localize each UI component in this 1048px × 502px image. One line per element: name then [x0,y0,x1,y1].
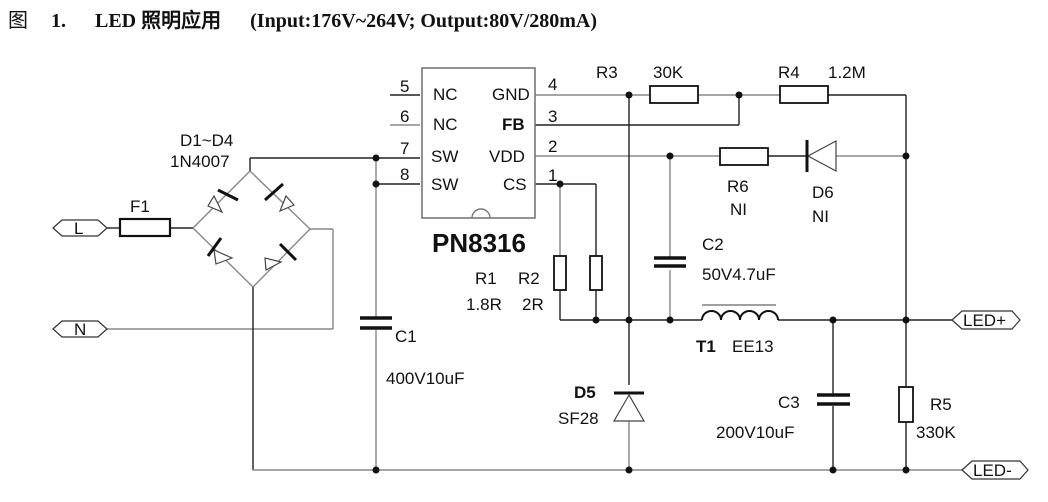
pin-label: SW [431,175,458,194]
junction-dot [735,91,743,99]
figure-caption: 图 1. LED 照明应用 (Input:176V~264V; Output:8… [8,4,597,33]
junctions [372,91,910,474]
C1-value: 400V10uF [386,369,464,388]
R3-value: 30K [653,63,684,82]
pin-number: 6 [400,107,409,126]
C3-value: 200V10uF [716,423,794,442]
port-N-label: N [74,320,86,339]
R6-value: NI [730,200,747,219]
R4-value: 1.2M [828,63,866,82]
D6-ref: D6 [812,183,834,202]
pin-number: 2 [548,137,557,156]
junction-dot [829,316,837,324]
port-led-plus-label: LED+ [963,311,1006,330]
bridge-ref: D1~D4 [180,131,233,150]
D5-value: SF28 [558,409,599,428]
port-L: L [52,219,108,238]
pin-number: 5 [400,77,409,96]
resistor-R2: R2 2R [518,255,603,314]
R1-ref: R1 [475,269,497,288]
resistor-R1: R1 1.8R [466,255,567,314]
diode-D6: D6 NI [805,139,837,226]
bridge-value: 1N4007 [170,152,230,171]
junction-dot [556,180,564,188]
R2-value: 2R [522,295,544,314]
D5-ref: D5 [574,383,596,402]
ic-PN8316: 5 NC 6 NC 7 SW 8 SW 4 GND 3 FB 2 VDD 1 C… [400,67,557,258]
resistor-R4: R4 1.2M [778,63,866,104]
resistor-R6: R6 NI [719,147,769,219]
resistor-R3: R3 30K [596,63,699,104]
junction-dot [625,91,633,99]
T1-ref: T1 [696,337,716,356]
T1-value: EE13 [732,337,774,356]
ic-name: PN8316 [432,228,526,258]
R5-value: 330K [916,423,956,442]
C2-value: 50V4.7uF [702,265,776,284]
junction-dot [372,180,380,188]
capacitor-C2: C2 50V4.7uF [654,235,776,284]
R2-ref: R2 [518,269,540,288]
R6-ref: R6 [727,177,749,196]
junction-dot [372,466,380,474]
pin-label: NC [433,115,458,134]
pin-number: 7 [400,139,409,158]
port-led-plus: LED+ [951,310,1021,330]
pin-label: SW [431,147,458,166]
junction-dot [625,316,633,324]
pin-label: FB [502,115,525,134]
caption-figure: 图 [8,10,28,32]
junction-dot [666,152,674,160]
junction-dot [372,154,380,162]
junction-dot [902,316,910,324]
R3-ref: R3 [596,63,618,82]
pin-label: CS [503,175,527,194]
R4-ref: R4 [778,63,800,82]
D6-value: NI [812,207,829,226]
capacitor-C3: C3 200V10uF [716,393,850,442]
port-N: N [52,320,108,339]
pin-label: NC [433,85,458,104]
bridge-rectifier: D1~D4 1N4007 [170,131,311,288]
fuse-F1: F1 [118,197,172,238]
junction-dot [902,152,910,160]
resistor-R5: R5 330K [898,386,956,442]
F1-ref: F1 [130,197,150,216]
pin-label: VDD [489,147,525,166]
R1-value: 1.8R [466,295,502,314]
diode-D5: D5 SF28 [558,383,646,428]
port-led-minus-label: LED- [973,461,1012,480]
pin-label: GND [492,85,530,104]
pin-number: 8 [400,165,409,184]
caption-title: LED 照明应用 [95,10,222,32]
C1-ref: C1 [395,327,417,346]
inductor-T1: T1 EE13 [696,304,779,356]
port-led-minus: LED- [961,460,1029,480]
C3-ref: C3 [778,393,800,412]
pin-number: 4 [548,75,557,94]
junction-dot [902,466,910,474]
port-L-label: L [74,219,83,238]
caption-spec: (Input:176V~264V; Output:80V/280mA) [250,10,598,32]
C2-ref: C2 [702,235,724,254]
pin-number: 3 [548,107,557,126]
junction-dot [592,316,600,324]
junction-dot [625,466,633,474]
R5-ref: R5 [930,395,952,414]
pin-number: 1 [548,166,557,185]
junction-dot [666,316,674,324]
caption-number: 1. [51,10,66,32]
junction-dot [829,466,837,474]
capacitor-C1: C1 400V10uF [360,316,464,388]
